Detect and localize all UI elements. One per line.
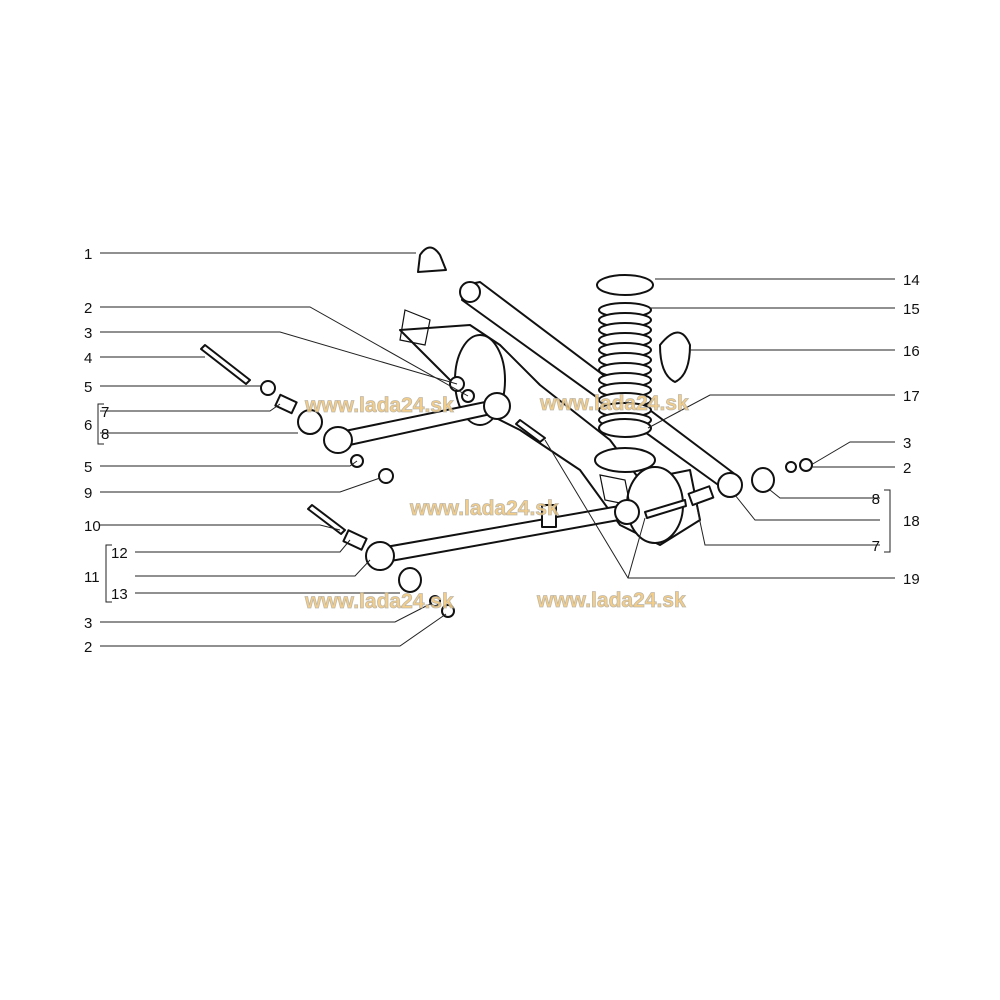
- callout-8: 8: [101, 426, 109, 443]
- callout-19: 19: [903, 571, 920, 588]
- watermark: www.lada24.sk: [304, 590, 454, 613]
- spring-upper-insulator: [596, 274, 654, 296]
- spring-lower-insulator: [598, 418, 652, 438]
- spring-seat: [594, 447, 656, 473]
- callout-12: 12: [111, 545, 128, 562]
- callout-7: 7: [101, 404, 109, 421]
- callout-11: 11: [84, 569, 100, 586]
- callout-4: 4: [84, 350, 92, 367]
- watermark: www.lada24.sk: [536, 589, 686, 612]
- callout-13: 13: [111, 586, 128, 603]
- callout-5b: 5: [84, 459, 92, 476]
- callout-9: 9: [84, 485, 92, 502]
- callout-18: 18: [903, 513, 920, 530]
- watermark: www.lada24.sk: [409, 497, 559, 520]
- callout-10: 10: [84, 518, 101, 535]
- callout-8r: 8: [872, 491, 880, 508]
- lower-arm: [365, 499, 640, 571]
- left-callouts: 1 2 3 4 5 6 7 8 5 9 10 11 12 13 3 2: [84, 246, 128, 656]
- callout-3r: 3: [903, 435, 911, 452]
- leader-lines: [97, 252, 895, 647]
- bump-stop-1: [417, 246, 447, 273]
- watermark: www.lada24.sk: [539, 392, 689, 415]
- callout-2r: 2: [903, 460, 911, 477]
- callout-17: 17: [903, 388, 920, 405]
- callout-1: 1: [84, 246, 92, 263]
- callout-2b: 2: [84, 639, 92, 656]
- callout-3b: 3: [84, 615, 92, 632]
- callout-15: 15: [903, 301, 920, 318]
- callout-16: 16: [903, 343, 920, 360]
- bump-stop-16: [659, 331, 691, 383]
- callout-2: 2: [84, 300, 92, 317]
- watermarks: www.lada24.sk www.lada24.sk www.lada24.s…: [304, 392, 690, 614]
- right-callouts: 14 15 16 17 3 2 8 18 7 19: [872, 272, 920, 588]
- callout-6: 6: [84, 417, 92, 434]
- callout-5: 5: [84, 379, 92, 396]
- callout-14: 14: [903, 272, 920, 289]
- watermark: www.lada24.sk: [304, 394, 454, 417]
- callout-7r: 7: [872, 538, 880, 555]
- left-upper-arm: [323, 392, 511, 454]
- callout-3: 3: [84, 325, 92, 342]
